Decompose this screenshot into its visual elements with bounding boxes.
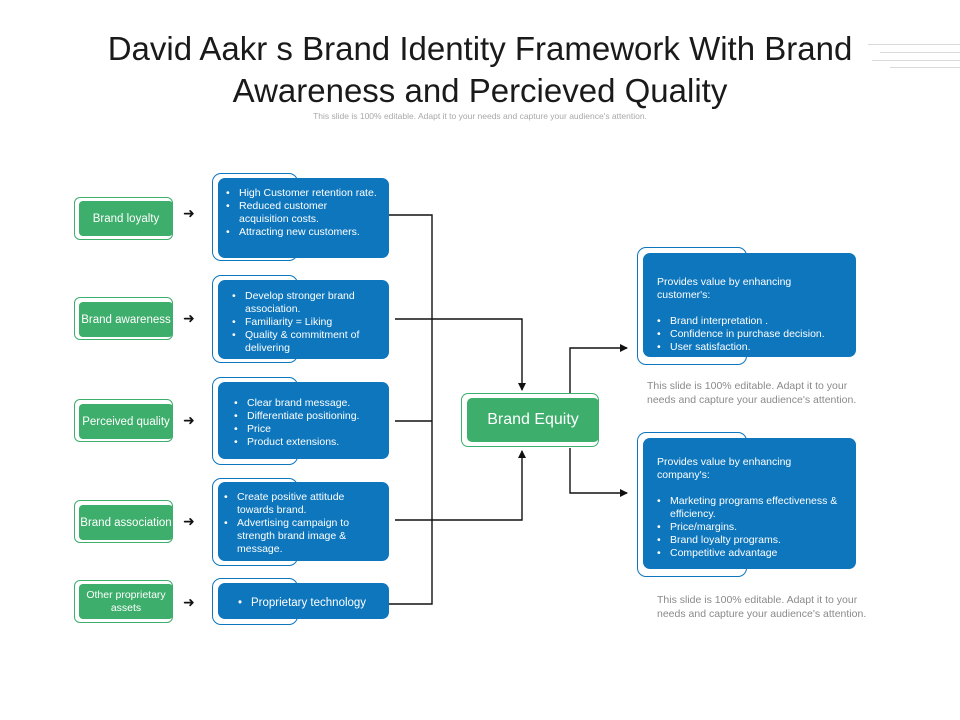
brand-association-box: Brand association	[79, 505, 173, 540]
connector-customer	[569, 344, 628, 393]
other-assets-bullet-1: Proprietary technology	[238, 597, 379, 610]
slide-title: David Aakr s Brand Identity Framework Wi…	[107, 30, 853, 109]
decor-line-1	[868, 44, 960, 45]
customer-note: This slide is 100% editable. Adapt it to…	[647, 380, 857, 406]
decor-line-3	[872, 60, 960, 61]
awareness-bullet-2: Familiarity = Liking	[232, 316, 379, 329]
perceived-details-box: Clear brand message. Differentiate posit…	[218, 382, 389, 459]
brand-equity-box: Brand Equity	[467, 398, 599, 442]
awareness-bullet-3: Quality & commitment of delivering	[232, 329, 379, 355]
loyalty-bullet-2: Reduced customer acquisition costs.	[226, 200, 379, 226]
customer-bullet-2: Confidence in purchase decision.	[657, 328, 846, 341]
decor-line-2	[880, 52, 960, 53]
decor-line-4	[890, 67, 960, 68]
brand-awareness-box: Brand awareness	[79, 302, 173, 337]
perceived-bullet-3: Price	[234, 423, 379, 436]
loyalty-bullet-1: High Customer retention rate.	[226, 187, 379, 200]
association-bullet-2: Advertising campaign to strength brand i…	[224, 517, 379, 556]
arrow-right-icon: ➜	[183, 205, 195, 221]
connector-loyalty	[389, 214, 433, 605]
company-bullet-3: Brand loyalty programs.	[657, 534, 846, 547]
perceived-bullet-4: Product extensions.	[234, 436, 379, 449]
connector-awareness	[395, 318, 526, 391]
awareness-details-box: Develop stronger brand association. Fami…	[218, 280, 389, 359]
company-bullet-2: Price/margins.	[657, 521, 846, 534]
customer-bullet-1: Brand interpretation .	[657, 315, 846, 328]
company-value-intro: Provides value by enhancing company's:	[657, 456, 792, 481]
slide-subtitle: This slide is 100% editable. Adapt it to…	[313, 111, 647, 121]
loyalty-bullet-3: Attracting new customers.	[226, 226, 379, 239]
arrow-right-icon: ➜	[183, 513, 195, 529]
perceived-bullet-2: Differentiate positioning.	[234, 410, 379, 423]
arrow-right-icon: ➜	[183, 594, 195, 610]
company-note: This slide is 100% editable. Adapt it to…	[657, 594, 867, 620]
association-details-box: Create positive attitude towards brand. …	[218, 482, 389, 561]
connector-association	[395, 450, 526, 521]
other-assets-box: Other proprietary assets	[79, 584, 173, 619]
brand-loyalty-box: Brand loyalty	[79, 201, 173, 236]
perceived-bullet-1: Clear brand message.	[234, 397, 379, 410]
customer-value-intro: Provides value by enhancing customer's:	[657, 276, 792, 301]
company-bullet-4: Competitive advantage	[657, 547, 846, 560]
company-bullet-1: Marketing programs effectiveness & effic…	[657, 495, 846, 521]
arrow-right-icon: ➜	[183, 310, 195, 326]
loyalty-details-box: High Customer retention rate. Reduced cu…	[218, 178, 389, 258]
awareness-bullet-1: Develop stronger brand association.	[232, 290, 379, 316]
connector-company	[569, 448, 628, 497]
company-value-box: Provides value by enhancing company's: M…	[643, 438, 856, 569]
association-bullet-1: Create positive attitude towards brand.	[224, 491, 379, 517]
perceived-quality-box: Perceived quality	[79, 404, 173, 439]
other-assets-details-box: Proprietary technology	[218, 583, 389, 619]
customer-bullet-3: User satisfaction.	[657, 341, 846, 354]
customer-value-box: Provides value by enhancing customer's: …	[643, 253, 856, 357]
arrow-right-icon: ➜	[183, 412, 195, 428]
